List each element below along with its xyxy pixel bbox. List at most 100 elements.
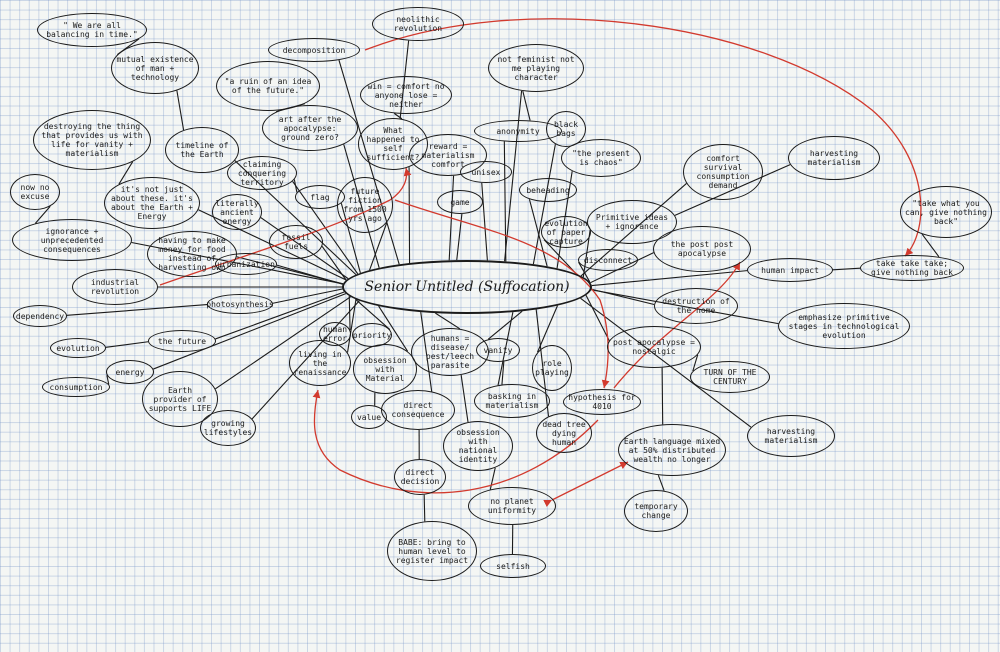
connector bbox=[578, 261, 591, 283]
bubble-n34: the post post apocalypse bbox=[653, 226, 751, 272]
bubble-label: consumption bbox=[49, 382, 103, 392]
connector bbox=[501, 361, 505, 385]
bubble-n16: "the present is chaos" bbox=[561, 139, 641, 177]
bubble-n51: role playing bbox=[532, 345, 572, 391]
connector bbox=[293, 179, 298, 193]
bubble-label: "the present is chaos" bbox=[572, 149, 630, 167]
bubble-n63: growing lifestyles bbox=[200, 410, 256, 446]
bubble-n52: post apocalypse = nostalgic bbox=[607, 326, 701, 368]
connector bbox=[921, 233, 940, 258]
connector bbox=[34, 205, 51, 224]
bubble-n38: industrial revolution bbox=[72, 269, 158, 305]
bubble-label: temporary change bbox=[634, 502, 678, 520]
bubble-n28: evolution of paper capture bbox=[541, 216, 591, 248]
bubble-label: human error bbox=[322, 325, 348, 343]
bubble-n23: beheading bbox=[519, 178, 577, 202]
bubble-label: the post post apocalypse bbox=[670, 240, 734, 258]
connector bbox=[487, 310, 523, 340]
bubble-n8: art after the apocalypse: ground zero? bbox=[262, 105, 358, 151]
bubble-n30: fossil fuels bbox=[269, 225, 323, 259]
bubble-n50: obsession with Material bbox=[353, 344, 417, 394]
bubble-n33: disconnect bbox=[578, 249, 638, 271]
bubble-label: human impact bbox=[761, 265, 819, 275]
bubble-label: industrial revolution bbox=[90, 278, 140, 296]
connector bbox=[522, 90, 531, 121]
bubble-n14: black bags bbox=[546, 111, 586, 147]
connector bbox=[276, 264, 343, 285]
bubble-n46: vanity bbox=[476, 338, 520, 362]
bubble-label: role playing bbox=[535, 359, 569, 377]
bubble-label: photosynthesis bbox=[206, 299, 274, 309]
bubble-label: TURN OF THE CENTURY bbox=[703, 368, 757, 386]
bubble-n69: BABE: bring to human level to register i… bbox=[387, 521, 477, 581]
bubble-n26: literally ancient energy bbox=[212, 194, 262, 230]
bubble-n66: direct decision bbox=[394, 459, 446, 495]
connector bbox=[153, 293, 346, 370]
bubble-label: harvesting materialism bbox=[807, 149, 861, 167]
bubble-n56: basking in materialism bbox=[474, 384, 550, 418]
bubble-label: now no excuse bbox=[20, 183, 50, 201]
connector bbox=[66, 304, 208, 316]
bubble-label: direct decision bbox=[400, 468, 440, 486]
bubble-label: humans = disease/ pest/leech parasite bbox=[425, 334, 475, 370]
bubble-label: What happened to self sufficient? bbox=[366, 126, 420, 162]
bubble-label: selfish bbox=[496, 561, 530, 571]
bubble-n53: energy bbox=[106, 360, 154, 384]
bubble-label: dependency bbox=[15, 311, 65, 321]
connector bbox=[321, 246, 347, 281]
bubble-n47: evolution bbox=[50, 338, 106, 358]
connector bbox=[346, 299, 357, 353]
bubble-n7: win = comfort no anyone lose = neither bbox=[360, 76, 452, 114]
bubble-label: "a ruin of an idea of the future." bbox=[224, 77, 312, 95]
connector bbox=[435, 312, 461, 330]
bubble-label: no planet uniformity bbox=[487, 497, 537, 515]
bubble-n25: it's not just about these. it's about th… bbox=[104, 177, 200, 229]
connector bbox=[348, 296, 351, 330]
bubble-n18: harvesting materialism bbox=[788, 136, 880, 180]
bubble-n31: ignorance + unprecedented consequences bbox=[12, 219, 132, 261]
connector bbox=[481, 182, 488, 261]
bubble-label: destroying the thing that provides us wi… bbox=[41, 122, 143, 158]
bubble-n68: temporary change bbox=[624, 490, 688, 532]
bubble-label: post apocalypse = nostalgic bbox=[613, 338, 695, 356]
connector bbox=[215, 296, 351, 390]
bubble-label: unisex bbox=[471, 167, 501, 177]
bubble-label: vanity bbox=[483, 345, 513, 355]
bubble-n24: now no excuse bbox=[10, 174, 60, 210]
bubble-n41: dependency bbox=[13, 305, 67, 327]
connector bbox=[215, 291, 345, 340]
bubble-n5: not feminist not me playing character bbox=[488, 44, 584, 92]
connector bbox=[118, 161, 134, 185]
connector bbox=[537, 305, 558, 353]
bubble-label: reward = materialism comfort bbox=[421, 141, 475, 169]
bubble-label: claiming conquering territory bbox=[237, 159, 287, 187]
bubble-n67: no planet uniformity bbox=[468, 487, 556, 525]
bubble-n60: value bbox=[351, 405, 387, 429]
bubble-n37: take take take; give nothing back bbox=[860, 255, 964, 281]
bubble-label: game bbox=[450, 197, 470, 207]
bubble-label: basking in materialism bbox=[485, 392, 539, 410]
bubble-label: dead tree dying human bbox=[542, 419, 586, 447]
connector bbox=[272, 288, 343, 304]
connector bbox=[543, 239, 577, 275]
connector bbox=[503, 141, 507, 262]
bubble-label: disconnect bbox=[583, 255, 633, 265]
central-topic: Senior Untitled (Suffocation) bbox=[342, 260, 592, 314]
bubble-label: comfort survival consumption demand bbox=[696, 154, 750, 190]
bubble-label: "take what you can, give nothing back" bbox=[905, 198, 987, 226]
connector bbox=[532, 144, 556, 265]
bubble-n12: timeline of the Earth bbox=[165, 127, 239, 173]
bubble-label: win = comfort no anyone lose = neither bbox=[367, 81, 445, 109]
bubble-n54: TURN OF THE CENTURY bbox=[690, 361, 770, 393]
bubble-n49: living in the renaissance bbox=[289, 340, 351, 386]
bubble-label: emphasize primitive stages in technologi… bbox=[788, 312, 900, 340]
bubble-n1: " We are all balancing in time." bbox=[37, 13, 147, 47]
bubble-label: priority bbox=[352, 330, 392, 340]
bubble-label: not feminist not me playing character bbox=[497, 54, 575, 82]
bubble-label: literally ancient energy bbox=[215, 198, 259, 226]
bubble-label: living in the renaissance bbox=[293, 349, 347, 377]
bubble-n17: comfort survival consumption demand bbox=[683, 144, 763, 200]
bubble-n15: unisex bbox=[460, 161, 512, 183]
bubble-label: energy bbox=[115, 367, 145, 377]
bubble-label: Primitive ideas + ignorance bbox=[595, 213, 669, 231]
